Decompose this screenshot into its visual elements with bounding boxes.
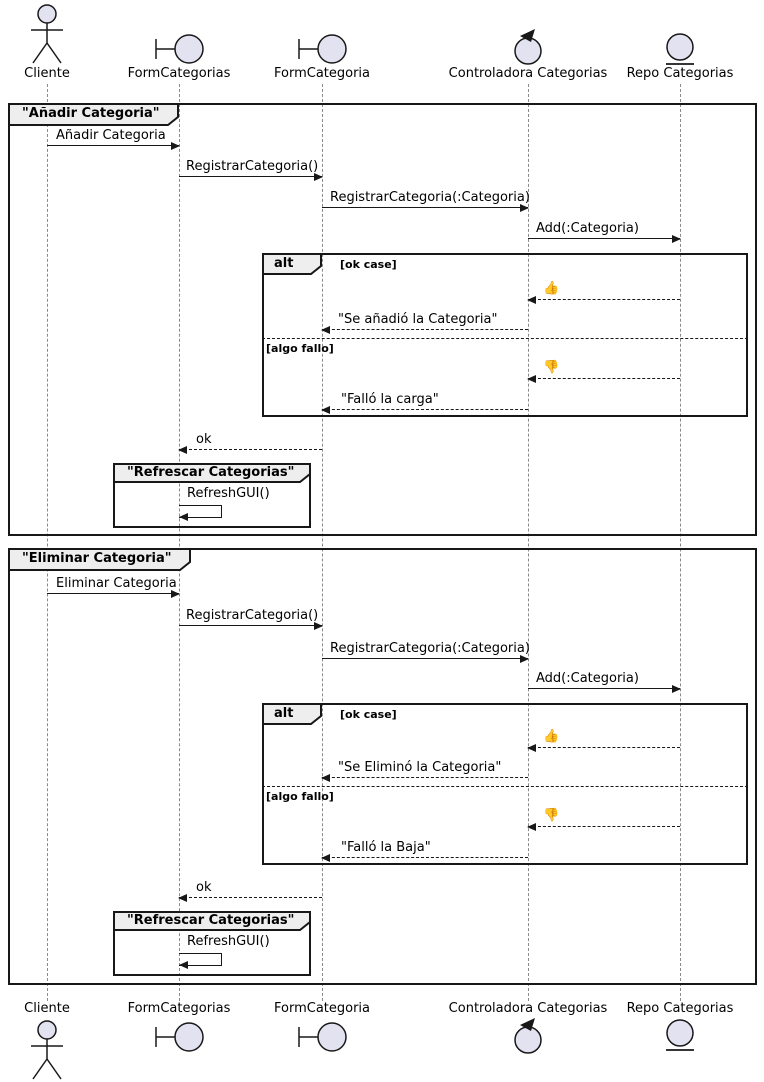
alt-fragment bbox=[262, 253, 748, 417]
boundary-icon bbox=[298, 34, 347, 64]
return-arrow bbox=[321, 774, 528, 782]
message-label: "Falló la carga" bbox=[341, 392, 439, 407]
participant-label-formcategoria: FormCategoria bbox=[273, 66, 371, 81]
participant-label-formcategorias: FormCategorias bbox=[127, 66, 231, 81]
guard-fail-label: [algo fallo] bbox=[266, 342, 334, 355]
participant-label-formcategorias: FormCategorias bbox=[127, 1001, 231, 1016]
self-message-arrowhead bbox=[179, 961, 188, 969]
self-message-arrowhead bbox=[179, 513, 188, 521]
message-arrow bbox=[179, 622, 323, 630]
frame-title: "Eliminar Categoria" bbox=[22, 551, 172, 566]
frame-title: "Refrescar Categorias" bbox=[127, 913, 295, 928]
return-arrow bbox=[527, 296, 680, 304]
message-label: "Falló la Baja" bbox=[341, 840, 431, 855]
frame-title-tab bbox=[8, 548, 191, 571]
return-arrow bbox=[321, 854, 528, 862]
message-label: "Se añadió la Categoria" bbox=[338, 312, 498, 327]
self-message-arrow bbox=[179, 953, 222, 966]
alt-operator-label: alt bbox=[274, 706, 294, 721]
message-label: RegistrarCategoria(:Categoria) bbox=[330, 641, 530, 656]
boundary-icon bbox=[155, 1022, 204, 1052]
alt-divider bbox=[262, 786, 748, 787]
message-arrow bbox=[528, 685, 681, 693]
return-arrow bbox=[321, 326, 528, 334]
alt-fragment bbox=[262, 703, 748, 865]
message-label: RegistrarCategoria() bbox=[186, 159, 319, 174]
message-arrow bbox=[322, 655, 529, 663]
message-label: Add(:Categoria) bbox=[536, 671, 639, 686]
participant-label-cliente: Cliente bbox=[24, 66, 70, 81]
control-icon bbox=[514, 1018, 542, 1054]
entity-icon bbox=[666, 33, 694, 65]
thumbs-down-icon: 👎 bbox=[543, 360, 560, 375]
message-label: ok bbox=[196, 880, 212, 895]
message-arrow bbox=[47, 142, 180, 150]
alt-operator-tab bbox=[262, 703, 322, 725]
lifeline-formcategorias bbox=[179, 84, 180, 1001]
actor-icon bbox=[31, 4, 63, 64]
guard-fail-label: [algo fallo] bbox=[266, 790, 334, 803]
frame-title-tab bbox=[8, 103, 179, 126]
message-arrow bbox=[179, 173, 323, 181]
message-label: RegistrarCategoria() bbox=[186, 608, 319, 623]
message-arrow bbox=[47, 590, 180, 598]
lifeline-repo-categorias bbox=[680, 84, 681, 1001]
return-arrow bbox=[527, 375, 680, 383]
participant-label-controladora: Controladora Categorias bbox=[448, 66, 608, 81]
participant-label-repo: Repo Categorias bbox=[626, 1001, 734, 1016]
message-label: Eliminar Categoria bbox=[56, 576, 177, 591]
self-message-arrow bbox=[179, 505, 222, 518]
return-arrow bbox=[321, 406, 528, 414]
message-arrow bbox=[528, 235, 681, 243]
message-label: RefreshGUI() bbox=[187, 934, 270, 949]
message-label: RegistrarCategoria(:Categoria) bbox=[330, 190, 530, 205]
thumbs-up-icon: 👍 bbox=[543, 729, 560, 744]
frame-eliminar-categoria bbox=[8, 548, 757, 985]
message-arrow bbox=[322, 204, 529, 212]
message-label: Añadir Categoria bbox=[56, 128, 166, 143]
lifeline-formcategoria bbox=[322, 84, 323, 1001]
entity-icon bbox=[666, 1019, 694, 1051]
boundary-icon bbox=[155, 34, 204, 64]
control-icon bbox=[514, 29, 542, 65]
actor-icon bbox=[31, 1020, 63, 1080]
boundary-icon bbox=[298, 1022, 347, 1052]
lifeline-controladora-categorias bbox=[528, 84, 529, 1001]
frame-title-tab bbox=[113, 463, 311, 483]
return-arrow bbox=[178, 446, 322, 454]
message-label: ok bbox=[196, 432, 212, 447]
alt-divider bbox=[262, 338, 748, 339]
participant-label-repo: Repo Categorias bbox=[626, 66, 734, 81]
lifeline-cliente bbox=[47, 84, 48, 1001]
message-label: RefreshGUI() bbox=[187, 486, 270, 501]
return-arrow bbox=[178, 894, 322, 902]
participant-label-formcategoria: FormCategoria bbox=[273, 1001, 371, 1016]
frame-title-tab bbox=[113, 911, 311, 931]
frame-title: "Añadir Categoria" bbox=[22, 106, 160, 121]
alt-operator-label: alt bbox=[274, 256, 294, 271]
alt-operator-tab bbox=[262, 253, 322, 275]
return-arrow bbox=[527, 744, 680, 752]
thumbs-down-icon: 👎 bbox=[543, 808, 560, 823]
message-label: "Se Eliminó la Categoria" bbox=[338, 760, 502, 775]
message-label: Add(:Categoria) bbox=[536, 221, 639, 236]
thumbs-up-icon: 👍 bbox=[543, 281, 560, 296]
guard-ok-label: [ok case] bbox=[340, 258, 397, 271]
return-arrow bbox=[527, 823, 680, 831]
participant-label-controladora: Controladora Categorias bbox=[448, 1001, 608, 1016]
participant-label-cliente: Cliente bbox=[24, 1001, 70, 1016]
frame-title: "Refrescar Categorias" bbox=[127, 465, 295, 480]
guard-ok-label: [ok case] bbox=[340, 708, 397, 721]
frame-anadir-categoria bbox=[8, 103, 757, 536]
